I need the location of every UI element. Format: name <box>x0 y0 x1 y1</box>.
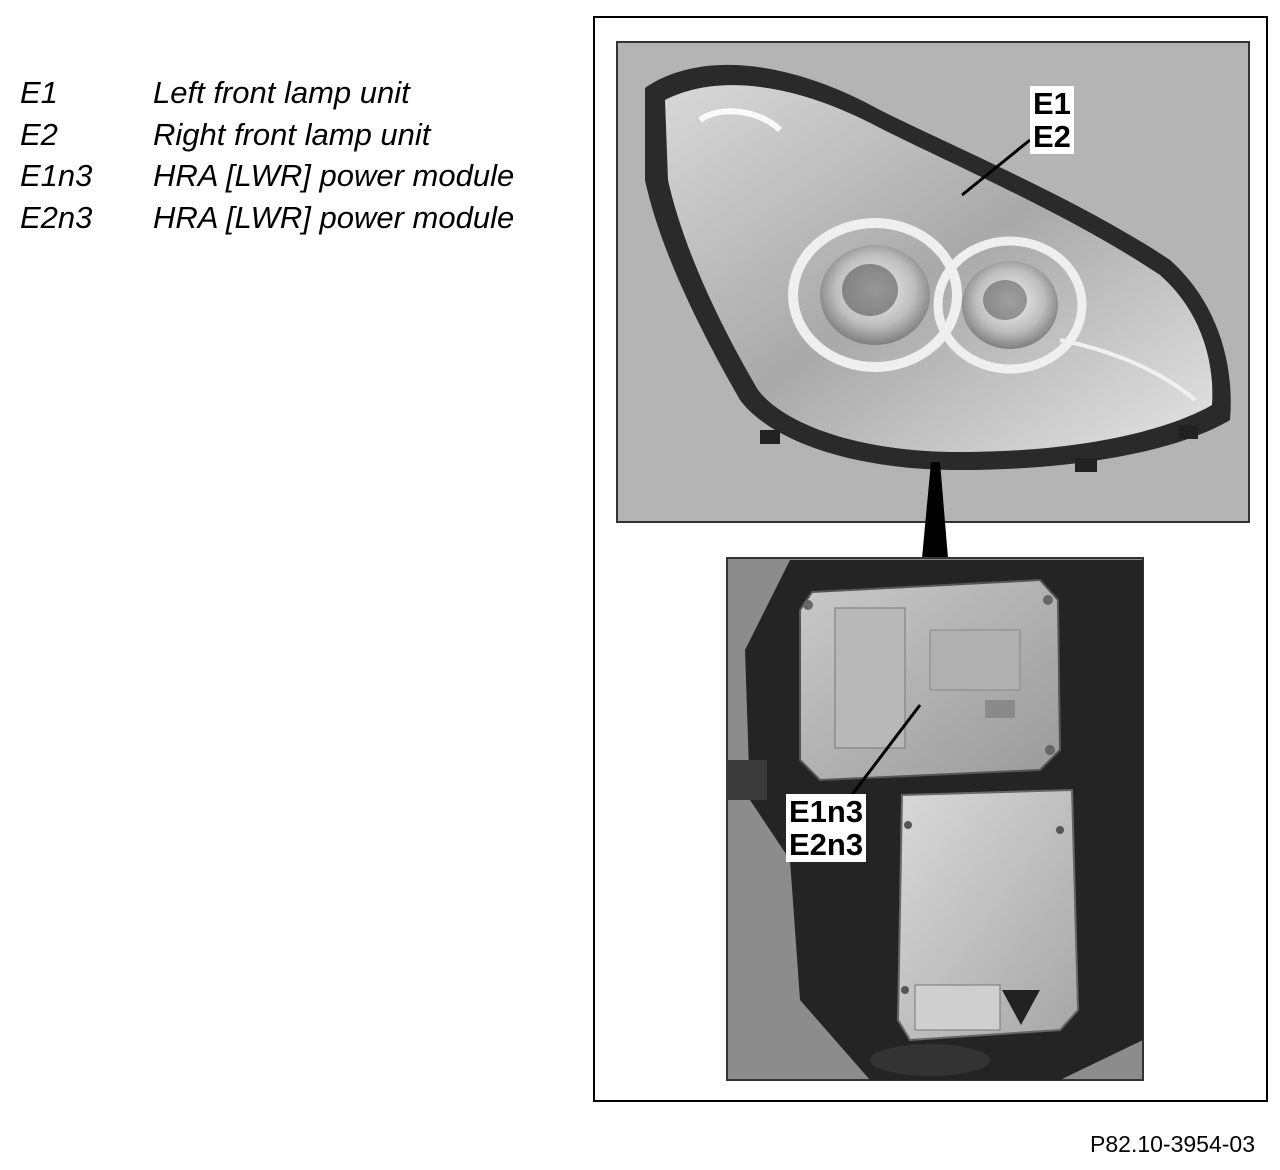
callout-e1-e2: E1 E2 <box>1030 86 1074 154</box>
connector-wedge <box>922 462 948 558</box>
callout-line: E1n3 <box>789 794 864 829</box>
legend-row-e2n3: E2n3 HRA [LWR] power module <box>20 197 514 239</box>
figure-reference: P82.10-3954-03 <box>1090 1131 1255 1157</box>
headlamp-photo <box>616 41 1250 523</box>
legend-description: Left front lamp unit <box>153 75 410 110</box>
headlamp-reflector <box>665 85 1213 452</box>
projector-ring-right <box>933 236 1087 374</box>
legend-row-e2: E2 Right front lamp unit <box>20 114 514 156</box>
legend-code: E1 <box>20 75 58 110</box>
ballast-plate <box>896 788 1080 1042</box>
warning-triangle-icon <box>1002 990 1040 1025</box>
projector-ring-left <box>788 218 962 372</box>
legend-code: E2n3 <box>20 199 93 235</box>
legend-description: Right front lamp unit <box>153 116 431 152</box>
legend-description: HRA [LWR] power module <box>153 199 515 235</box>
callout-line: E2n3 <box>789 827 864 862</box>
legend-description: HRA [LWR] power module <box>153 158 515 193</box>
figure-frame <box>593 16 1268 1102</box>
legend-code: E1n3 <box>20 158 93 193</box>
callout-line: E1 <box>1033 86 1071 121</box>
callout-line: E2 <box>1033 119 1071 154</box>
legend-code: E2 <box>20 116 58 152</box>
callout-e1n3-e2n3: E1n3 E2n3 <box>786 794 867 862</box>
legend: E1 Left front lamp unit E2 Right front l… <box>20 72 514 238</box>
legend-row-e1n3: E1n3 HRA [LWR] power module <box>20 155 514 197</box>
legend-row-e1: E1 Left front lamp unit <box>20 72 514 114</box>
